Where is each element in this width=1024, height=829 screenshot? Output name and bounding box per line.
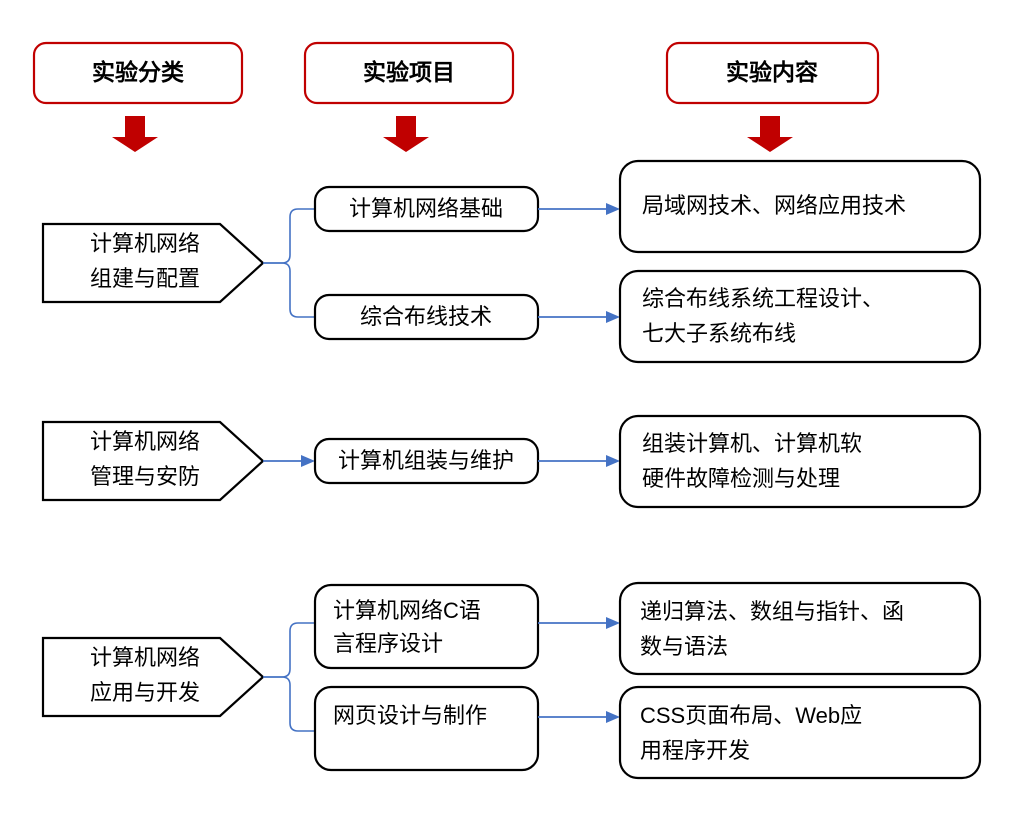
content-node-3-1[interactable]: 递归算法、数组与指针、函 数与语法 — [618, 581, 982, 676]
content-text-1-2-line1: 综合布线系统工程设计、 — [642, 286, 884, 311]
arrow-connector-1-1 — [538, 203, 620, 215]
down-arrow-icon-2 — [383, 116, 429, 152]
project-label-1-2: 综合布线技术 — [360, 304, 492, 329]
branch-connector-3 — [263, 622, 315, 732]
arrow-connector-3-1 — [538, 617, 620, 629]
project-node-3-2[interactable]: 网页设计与制作 — [313, 685, 540, 772]
category-shape-2[interactable] — [41, 420, 265, 502]
category-node-1[interactable]: 计算机网络 组建与配置 — [41, 222, 265, 304]
header-box-2[interactable] — [303, 41, 515, 105]
category-label-2-line2: 管理与安防 — [90, 464, 200, 489]
header-experiment-content[interactable]: 实验内容 — [665, 41, 880, 105]
header-label-3: 实验内容 — [726, 59, 818, 85]
project-node-1-1[interactable]: 计算机网络基础 — [313, 185, 540, 233]
category-label-2-line1: 计算机网络 — [90, 429, 200, 454]
project-label-2-1: 计算机组装与维护 — [338, 448, 514, 473]
category-node-3[interactable]: 计算机网络 应用与开发 — [41, 636, 265, 718]
down-arrow-icon-1 — [112, 116, 158, 152]
content-node-3-2[interactable]: CSS页面布局、Web应 用程序开发 — [618, 685, 982, 780]
content-text-3-1-line2: 数与语法 — [640, 634, 728, 659]
category-shape-1[interactable] — [41, 222, 265, 304]
content-text-2-1-line1: 组装计算机、计算机软 — [642, 431, 862, 456]
arrow-connector-3-2 — [538, 711, 620, 723]
category-label-3-line2: 应用与开发 — [90, 680, 200, 705]
content-box-2-1[interactable] — [618, 414, 982, 509]
project-node-2-1[interactable]: 计算机组装与维护 — [313, 437, 540, 485]
content-node-1-2[interactable]: 综合布线系统工程设计、 七大子系统布线 — [618, 269, 982, 364]
branch-connector-1 — [263, 208, 315, 318]
category-label-3-line1: 计算机网络 — [90, 645, 200, 670]
project-label-3-1-line2: 言程序设计 — [333, 631, 443, 656]
arrow-connector-2-1 — [538, 455, 620, 467]
header-experiment-category[interactable]: 实验分类 — [32, 41, 244, 105]
project-label-1-1: 计算机网络基础 — [349, 196, 503, 221]
project-node-3-1[interactable]: 计算机网络C语 言程序设计 — [313, 583, 540, 670]
arrow-connector-2-0 — [263, 455, 315, 467]
content-box-1-2[interactable] — [618, 269, 982, 364]
content-box-3-2[interactable] — [618, 685, 982, 780]
category-label-1-line1: 计算机网络 — [90, 231, 200, 256]
content-text-3-2-line2: 用程序开发 — [640, 738, 750, 763]
content-text-1-2-line2: 七大子系统布线 — [642, 321, 796, 346]
header-box-3[interactable] — [665, 41, 880, 105]
project-node-1-2[interactable]: 综合布线技术 — [313, 293, 540, 341]
header-label-1: 实验分类 — [92, 59, 184, 85]
content-box-1-1[interactable] — [618, 159, 982, 254]
project-box-3-1[interactable] — [313, 583, 540, 670]
header-box-1[interactable] — [32, 41, 244, 105]
arrow-connector-1-2 — [538, 311, 620, 323]
project-label-3-2-line1: 网页设计与制作 — [333, 703, 487, 728]
down-arrow-icon-3 — [747, 116, 793, 152]
content-text-3-2-line1: CSS页面布局、Web应 — [640, 703, 862, 728]
project-box-3-2[interactable] — [313, 685, 540, 772]
category-node-2[interactable]: 计算机网络 管理与安防 — [41, 420, 265, 502]
content-text-2-1-line2: 硬件故障检测与处理 — [642, 466, 840, 491]
content-node-1-1[interactable]: 局域网技术、网络应用技术 — [618, 159, 982, 254]
content-box-3-1[interactable] — [618, 581, 982, 676]
header-experiment-project[interactable]: 实验项目 — [303, 41, 515, 105]
header-label-2: 实验项目 — [363, 59, 455, 85]
content-text-3-1-line1: 递归算法、数组与指针、函 — [640, 599, 904, 624]
category-label-1-line2: 组建与配置 — [90, 266, 200, 291]
content-node-2-1[interactable]: 组装计算机、计算机软 硬件故障检测与处理 — [618, 414, 982, 509]
project-label-3-1-line1: 计算机网络C语 — [333, 598, 481, 623]
category-shape-3[interactable] — [41, 636, 265, 718]
content-text-1-1-line1: 局域网技术、网络应用技术 — [642, 193, 906, 218]
